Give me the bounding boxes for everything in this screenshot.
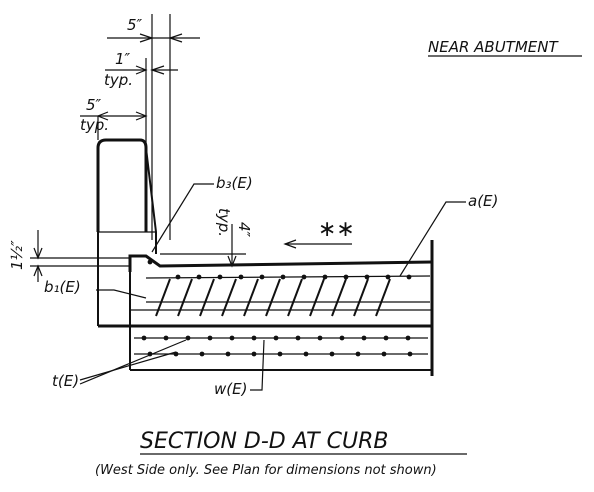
rebar-dot (251, 351, 257, 357)
rebar-dot (277, 351, 283, 357)
arrow (135, 111, 148, 121)
rebar-dot (361, 335, 367, 341)
rebar-dot (273, 335, 279, 341)
rebar-dot (406, 274, 412, 280)
slope-arrow-head (283, 239, 297, 249)
rebar-dot (317, 335, 323, 341)
rebar-dot (407, 351, 413, 357)
rebar-dot (295, 335, 301, 341)
section-title: SECTION D-D AT CURB (140, 429, 388, 454)
rebar-dot (251, 335, 257, 341)
rebar-dot (163, 335, 169, 341)
rebar-dot (343, 274, 349, 280)
rebar-dot (229, 335, 235, 341)
rebar-dot (385, 274, 391, 280)
double-star: ∗∗ (318, 217, 355, 242)
dim-half: 1½″ (8, 240, 26, 270)
rebar-dot (301, 274, 307, 280)
dim-5-left: 5″ (86, 96, 102, 114)
dim-5-left-typ: typ. (80, 116, 109, 134)
rebar-dot (355, 351, 361, 357)
dim-4-typ: typ. (215, 208, 233, 237)
rebar-dot (339, 335, 345, 341)
rebar-dot (238, 274, 244, 280)
section-note: (West Side only. See Plan for dimensions… (95, 463, 437, 478)
stirrups (155, 278, 391, 317)
deck-top (128, 254, 433, 272)
label-b3: b₃(E) (216, 174, 253, 192)
rebar-dot (207, 335, 213, 341)
arrow (33, 264, 43, 277)
arrow (33, 247, 43, 260)
curb-outline (96, 138, 148, 232)
arrow (135, 65, 148, 75)
rebar-dot (280, 274, 286, 280)
rebar-dot (141, 335, 147, 341)
label-w: w(E) (214, 380, 247, 398)
rebar-dot (199, 351, 205, 357)
rebar-dot (225, 351, 231, 357)
rebar-dot (217, 274, 223, 280)
rebar-dot (303, 351, 309, 357)
dim-1: 1″ (115, 50, 131, 68)
top-rebar (145, 275, 431, 279)
rebar-dot (147, 259, 153, 265)
rebar-dot (381, 351, 387, 357)
arrow (139, 33, 154, 43)
rebar-dot (185, 335, 191, 341)
rebar-dot (196, 274, 202, 280)
rebar-dot (259, 274, 265, 280)
rebar-dot (322, 274, 328, 280)
rebar-dot (175, 274, 181, 280)
label-b1: b₁(E) (44, 278, 81, 296)
leader-t-2 (79, 339, 187, 385)
heading-near-abutment: NEAR ABUTMENT (428, 38, 559, 56)
dim-5-top: 5″ (127, 16, 143, 34)
leader-a (399, 201, 466, 277)
label-a: a(E) (468, 192, 498, 210)
dim-4: 4″ (235, 222, 253, 238)
leader-b1 (96, 289, 147, 299)
label-t: t(E) (52, 372, 79, 390)
rebar-dot (383, 335, 389, 341)
rebar-dots (141, 259, 413, 357)
rebar-dot (364, 274, 370, 280)
leader-w (250, 339, 265, 391)
rebar-dot (405, 335, 411, 341)
leader-b3 (151, 183, 214, 253)
dim-1-typ: typ. (104, 71, 133, 89)
leader-t-1 (79, 351, 177, 381)
rebar-dot (329, 351, 335, 357)
